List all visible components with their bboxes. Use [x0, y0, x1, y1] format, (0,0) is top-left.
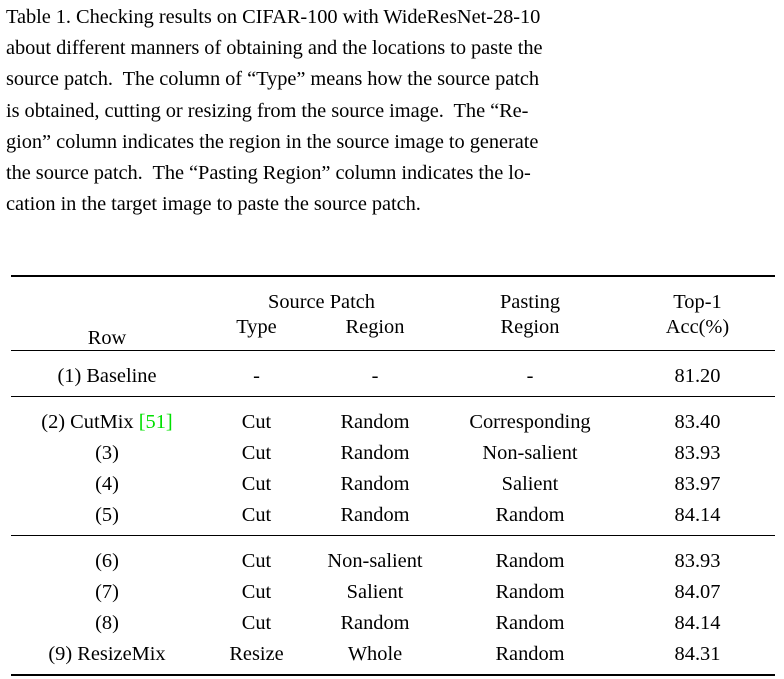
cell-type: Cut — [241, 611, 272, 634]
cell-pasting-region: Random — [495, 642, 565, 665]
results-table: Row Source Patch Pasting Top-1 Type Regi… — [11, 275, 775, 679]
caption-line-4: is obtained, cutting or resizing from th… — [6, 96, 778, 127]
table-row: (8) Cut Random Random 84.14 — [11, 608, 775, 639]
table-rule-top — [11, 275, 775, 280]
table-rule-under-header — [11, 350, 775, 354]
cell-accuracy: 83.40 — [674, 410, 721, 433]
caption-line-2: about different manners of obtaining and… — [6, 33, 778, 64]
caption-line-7: cation in the target image to paste the … — [6, 193, 421, 216]
cell-accuracy: 84.14 — [674, 611, 721, 634]
cell-region: Random — [340, 410, 410, 433]
row-label-text: (1) Baseline — [57, 364, 157, 387]
rule-line — [11, 535, 775, 539]
table-row: (1) Baseline - - - 81.20 — [11, 354, 775, 397]
cell-type: Cut — [241, 472, 272, 495]
column-header-acc-line2: Acc(%) — [665, 316, 730, 338]
caption-line-1-text: Table 1. Checking results on CIFAR-100 w… — [6, 6, 541, 28]
cell-type: Cut — [241, 503, 272, 526]
column-header-row: Row — [87, 326, 127, 349]
cell-accuracy: 83.93 — [674, 442, 721, 465]
table-rule-group-2 — [11, 535, 775, 539]
caption-line-1: Table 1. Checking results on CIFAR-100 w… — [6, 2, 778, 33]
column-header-pasting-line2: Region — [500, 316, 560, 338]
row-label-name: CutMix — [70, 410, 139, 433]
table-row: (3) Cut Random Non-salient 83.93 — [11, 438, 775, 469]
cell-row-label: (3) — [95, 442, 119, 465]
table-row: (6) Cut Non-salient Random 83.93 — [11, 539, 775, 577]
column-header-type: Type — [236, 316, 277, 338]
cell-type: - — [253, 364, 260, 387]
table-row: (9) ResizeMix Resize Whole Random 84.31 — [11, 638, 775, 675]
cell-type: Cut — [241, 442, 272, 465]
caption-line-4-text: is obtained, cutting or resizing from th… — [6, 99, 529, 122]
cell-region: Salient — [346, 581, 404, 604]
caption-line-5: gion” column indicates the region in the… — [6, 127, 778, 158]
table-rule-bottom — [11, 674, 775, 679]
citation-link[interactable]: [51] — [138, 410, 173, 433]
table-caption: Table 1. Checking results on CIFAR-100 w… — [6, 2, 778, 220]
cell-pasting-region: Random — [495, 503, 565, 526]
cell-region: Random — [340, 503, 410, 526]
table-row: (5) Cut Random Random 84.14 — [11, 499, 775, 536]
table-header-row-2: Type Region Region Acc(%) — [11, 314, 775, 351]
caption-line-6-text: the source patch. The “Pasting Region” c… — [6, 162, 531, 185]
cell-row-label: (8) — [95, 611, 119, 634]
cell-row-label: (1) Baseline — [11, 354, 203, 397]
rule-line — [11, 275, 775, 280]
column-header-region: Region — [345, 316, 405, 338]
caption-line-2-text: about different manners of obtaining and… — [6, 37, 543, 60]
cell-type: Cut — [241, 581, 272, 604]
cell-region: Random — [340, 442, 410, 465]
cell-pasting-region: Salient — [501, 472, 559, 495]
cell-accuracy: 81.20 — [674, 364, 721, 387]
cell-type: Resize — [229, 642, 284, 665]
column-header-source-patch: Source Patch — [267, 290, 376, 313]
cell-region: Random — [340, 472, 410, 495]
cell-accuracy: 83.93 — [674, 549, 721, 572]
cell-region: Whole — [347, 642, 403, 665]
cell-row-label: (2) CutMix [51] — [11, 400, 203, 438]
cell-accuracy: 84.14 — [674, 503, 721, 526]
cell-row-label: (7) — [95, 581, 119, 604]
cell-row-label: (6) — [95, 549, 119, 572]
cell-row-label: (4) — [95, 472, 119, 495]
caption-line-6: the source patch. The “Pasting Region” c… — [6, 158, 778, 189]
rule-line — [11, 674, 775, 679]
table-row: (4) Cut Random Salient 83.97 — [11, 469, 775, 500]
caption-line-3: source patch. The column of “Type” means… — [6, 64, 778, 95]
cell-region: Random — [340, 611, 410, 634]
cell-type: Cut — [241, 549, 272, 572]
cell-region: - — [371, 364, 379, 387]
rule-line — [11, 350, 775, 354]
cell-accuracy: 84.07 — [674, 581, 721, 604]
cell-pasting-region: Random — [495, 581, 565, 604]
table-row: (7) Cut Salient Random 84.07 — [11, 577, 775, 608]
cell-accuracy: 84.31 — [674, 642, 721, 665]
results-table-wrapper: Row Source Patch Pasting Top-1 Type Regi… — [11, 275, 775, 679]
cell-accuracy: 83.97 — [674, 472, 721, 495]
caption-line-3-text: source patch. The column of “Type” means… — [6, 68, 539, 91]
cell-row-label: (5) — [95, 503, 119, 526]
cell-pasting-region: Corresponding — [469, 410, 591, 433]
table-header-row-1: Row Source Patch Pasting Top-1 — [11, 280, 775, 347]
cell-pasting-region: Random — [495, 549, 565, 572]
rule-line — [11, 396, 775, 400]
cell-region: Non-salient — [327, 549, 423, 572]
row-label-prefix: (2) — [41, 410, 71, 433]
table-row: (2) CutMix [51] Cut Random Corresponding… — [11, 400, 775, 438]
cell-type: Cut — [241, 410, 272, 433]
cell-pasting-region: Non-salient — [482, 442, 578, 465]
table-rule-group-1 — [11, 396, 775, 400]
cell-row-label: (9) ResizeMix — [48, 642, 166, 665]
cell-pasting-region: Random — [495, 611, 565, 634]
column-header-pasting-line1: Pasting — [499, 290, 561, 313]
caption-line-5-text: gion” column indicates the region in the… — [6, 130, 539, 153]
column-header-acc-line1: Top-1 — [673, 290, 722, 313]
cell-pasting-region: - — [526, 364, 534, 387]
